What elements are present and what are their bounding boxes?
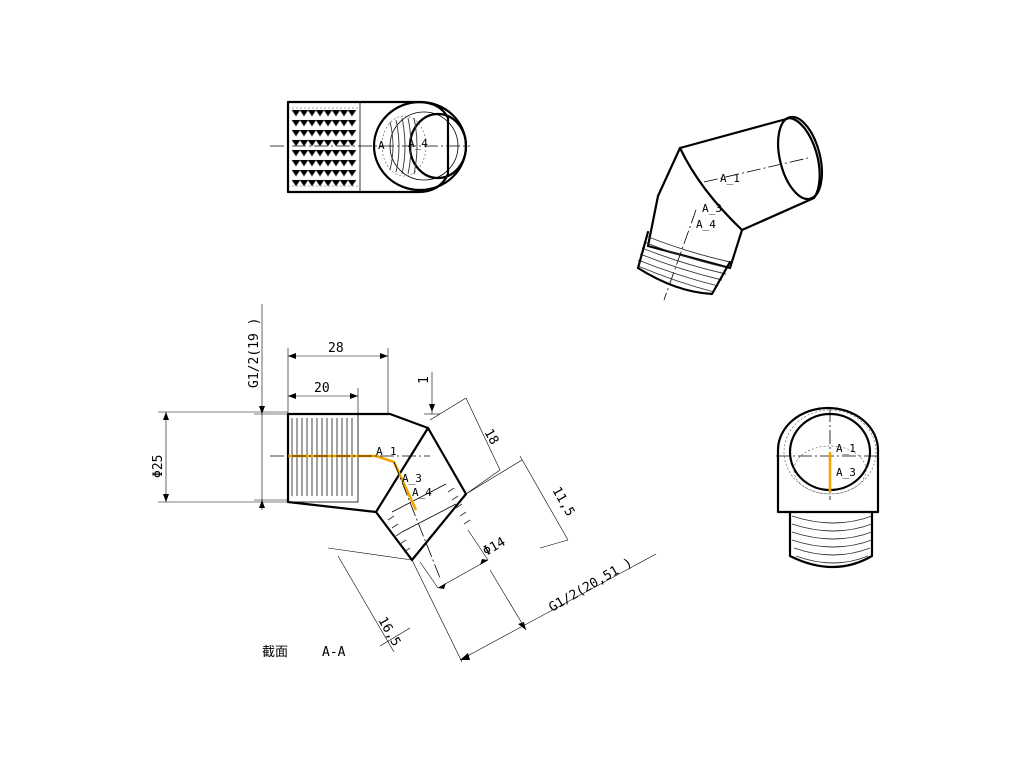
- iso-view: A_1 A_3 A_4: [636, 115, 824, 301]
- dim-label-28: 28: [328, 341, 344, 356]
- top-view: A A_4: [270, 100, 470, 194]
- section-caption-name: A-A: [322, 645, 346, 660]
- top-view-label-a4: A_4: [408, 137, 428, 150]
- end-view-thread: [791, 515, 873, 564]
- iso-view-label-a1: A_1: [720, 172, 740, 185]
- top-view-label-a: A: [378, 139, 385, 152]
- section-label-1: 1: [390, 445, 397, 458]
- end-view-label-a1: A_1: [836, 442, 856, 455]
- section-label-a3: A_3: [402, 472, 422, 485]
- section-body-right: [374, 426, 468, 562]
- dim-label-20: 20: [314, 381, 330, 396]
- iso-view-arm: [678, 116, 821, 232]
- top-view-thread-texture: [291, 109, 357, 187]
- dim-label-diameter-25: Φ25: [151, 455, 166, 478]
- dim-label-diameter-14: Φ14: [481, 535, 509, 560]
- section-caption-prefix: 截面: [262, 645, 288, 660]
- dim-label-thread-bottom: G1/2(20,51 ): [547, 556, 636, 616]
- section-thread-right: [387, 487, 471, 553]
- section-view: A 1 A_3 A_4: [270, 412, 471, 579]
- iso-view-elbow: [646, 146, 744, 270]
- dim-label-16-5: 16,5: [375, 615, 404, 650]
- end-view: A_1 A_3: [776, 406, 880, 569]
- dim-label-18: 18: [481, 427, 502, 448]
- dim-label-thread-top: G1/2(19 ): [247, 318, 262, 388]
- iso-view-label-a4: A_4: [696, 218, 716, 231]
- iso-view-label-a3: A_3: [702, 202, 722, 215]
- end-view-body: [776, 406, 880, 514]
- top-view-bore: [408, 112, 468, 180]
- end-view-label-a3: A_3: [836, 466, 856, 479]
- dim-label-1: 1: [417, 376, 432, 384]
- section-label-a4: A_4: [412, 486, 432, 499]
- iso-view-thread: [637, 235, 731, 293]
- section-label-a: A: [376, 445, 383, 458]
